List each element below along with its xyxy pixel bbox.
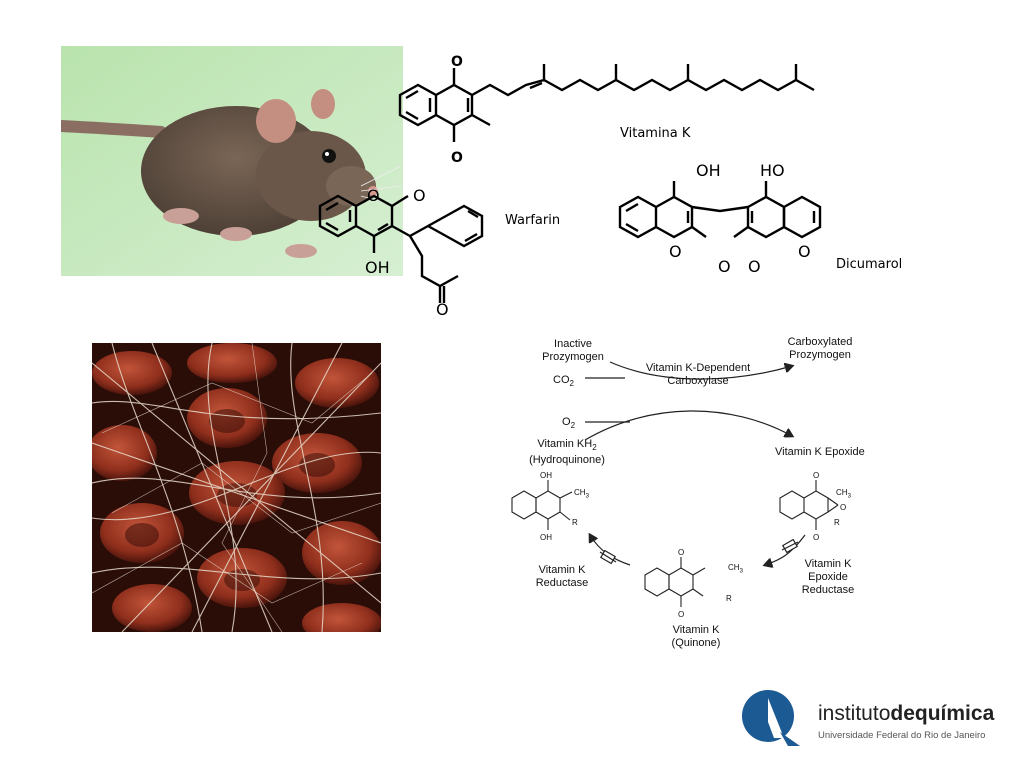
carboxylated-text: Carboxylated xyxy=(787,336,853,348)
rat-photo xyxy=(55,46,403,276)
o2-subscript: 2 xyxy=(570,421,576,431)
qn-o-top: O xyxy=(678,548,685,557)
quinone-text-1: Vitamin K xyxy=(672,624,720,636)
atom-o-bottom: O xyxy=(451,150,463,166)
inactive-text: Inactive xyxy=(554,338,592,350)
dicumarol-atom-o-1: O xyxy=(669,242,682,261)
kh2-subscript: 2 xyxy=(592,443,597,453)
warfarin-atom-o-carbonyl: O xyxy=(413,186,426,205)
o2-text: O xyxy=(562,416,571,428)
logo-name: institutodequímica xyxy=(818,702,994,726)
dicumarol-label: Dicumarol xyxy=(836,257,903,272)
logo-name-de: de xyxy=(890,702,915,725)
warfarin-structure xyxy=(318,194,484,303)
warfarin-label: Warfarin xyxy=(505,213,561,228)
o2-label: O2 xyxy=(562,416,575,432)
vitamin-kh2-label: Vitamin KH2 (Hydroquinone) xyxy=(512,438,622,467)
hq-oh-top: OH xyxy=(540,471,552,480)
hq-ch3: CH3 xyxy=(574,486,589,504)
ep-o-bottom: O xyxy=(813,533,820,542)
epred-text-2: Epoxide xyxy=(808,571,848,583)
qn-ch3-subscript: 3 xyxy=(739,568,743,575)
hq-r: R xyxy=(572,518,578,527)
qn-o-bottom: O xyxy=(678,610,685,619)
ep-o-top: O xyxy=(813,471,820,480)
prozymogen-text: Prozymogen xyxy=(542,351,604,363)
reductase-text-2: Reductase xyxy=(535,577,589,589)
logo-name-light: instituto xyxy=(818,702,891,725)
ep-r: R xyxy=(834,518,840,527)
vitamin-k-quinone-label: Vitamin K (Quinone) xyxy=(656,624,736,650)
carboxylated-label: Carboxylated Prozymogen xyxy=(775,336,865,362)
blood-clot-photo xyxy=(87,342,382,643)
carboxylase-text-1: Vitamin K-Dependent xyxy=(645,362,751,374)
epred-text-3: Reductase xyxy=(801,584,855,596)
warfarin-atom-o-ring: O xyxy=(367,186,380,205)
co2-label: CO2 xyxy=(553,374,574,390)
vitamin-k-label: Vitamina K xyxy=(620,126,691,141)
qn-r: R xyxy=(726,594,732,603)
logo-mark-icon xyxy=(742,690,800,746)
hydroquinone-text: (Hydroquinone) xyxy=(529,454,605,467)
ep-ch3-text: CH xyxy=(836,488,848,497)
dicumarol-atom-oh: OH xyxy=(696,161,721,180)
institute-logo: institutodequímica Universidade Federal … xyxy=(740,688,1010,748)
epred-text-1: Vitamin K xyxy=(804,558,852,570)
atom-o-top: O xyxy=(451,54,463,70)
co2-subscript: 2 xyxy=(569,379,574,389)
hq-oh-bottom: OH xyxy=(540,533,552,542)
logo-subtitle: Universidade Federal do Rio de Janeiro xyxy=(818,730,986,741)
dicumarol-structure xyxy=(618,181,822,239)
inactive-prozymogen-label: Inactive Prozymogen xyxy=(528,338,618,364)
quinone-text-2: (Quinone) xyxy=(671,637,721,649)
vitamin-k-epoxide-label: Vitamin K Epoxide xyxy=(775,446,865,458)
epoxide-reductase-label: Vitamin K Epoxide Reductase xyxy=(788,558,868,597)
dicumarol-atom-o-3: O xyxy=(748,257,761,276)
qn-ch3-text: CH xyxy=(728,563,740,572)
vitamin-k-cycle-arrows xyxy=(511,361,839,607)
hq-ch3-text: CH xyxy=(574,488,586,497)
vitamin-k-reductase-label: Vitamin K Reductase xyxy=(522,564,602,590)
qn-ch3: CH3 xyxy=(728,561,743,579)
hq-ch3-subscript: 3 xyxy=(585,493,589,500)
vitamin-k-structure xyxy=(398,64,815,142)
dicumarol-atom-ho: HO xyxy=(760,161,785,180)
dicumarol-atom-o-4: O xyxy=(798,242,811,261)
carboxylase-text-2: Carboxylase xyxy=(667,375,729,387)
prozymogen2-text: Prozymogen xyxy=(789,349,851,361)
dicumarol-atom-o-2: O xyxy=(718,257,731,276)
ep-o-ring: O xyxy=(840,503,847,512)
carboxylase-label: Vitamin K-Dependent Carboxylase xyxy=(628,362,768,388)
ep-ch3: CH3 xyxy=(836,486,851,504)
warfarin-atom-oh: OH xyxy=(365,258,390,277)
logo-name-quimica: química xyxy=(914,702,995,725)
warfarin-atom-o-ketone: O xyxy=(436,300,449,319)
co2-text: CO xyxy=(553,374,570,386)
reductase-text-1: Vitamin K xyxy=(538,564,586,576)
kh2-text: Vitamin KH xyxy=(537,438,593,450)
ep-ch3-subscript: 3 xyxy=(847,493,851,500)
